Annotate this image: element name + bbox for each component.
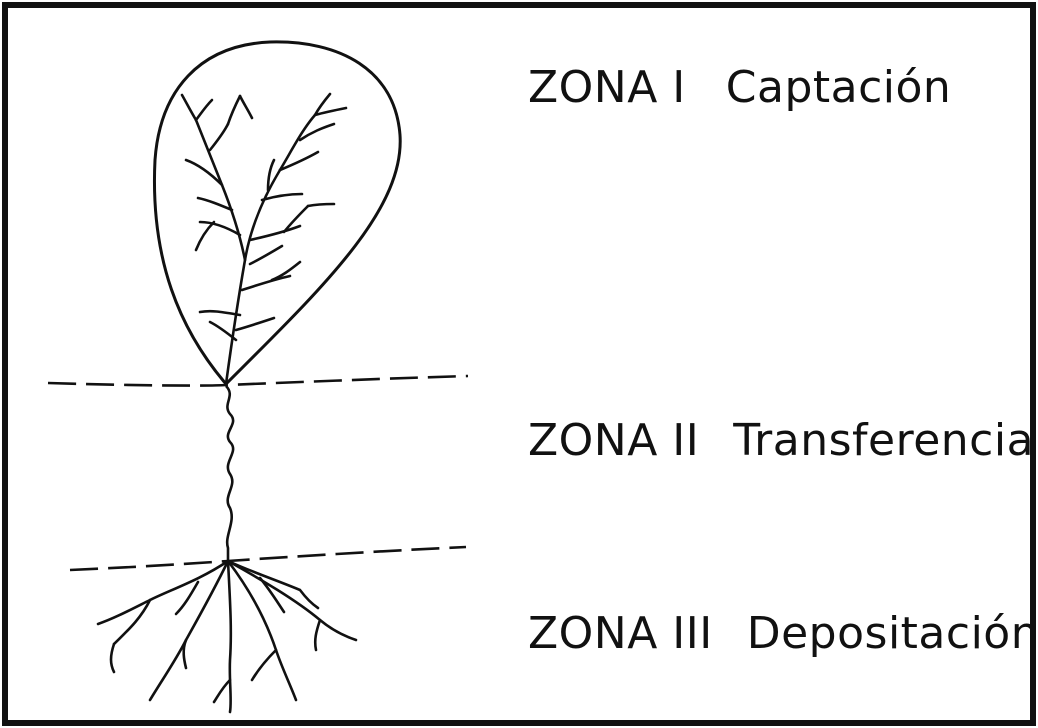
zone-1-label: ZONA I Captación: [528, 62, 951, 113]
boundary-zone-2-3: [69, 545, 467, 572]
transfer-channel: [224, 385, 235, 561]
zone-1-name: Captación: [725, 62, 952, 113]
zone-boundaries: [47, 374, 469, 572]
tributary-network: [180, 92, 348, 386]
zone-3-name: Depositación: [746, 608, 1038, 659]
zone-1-id: ZONA I: [528, 62, 686, 113]
zone-2-id: ZONA II: [528, 415, 700, 466]
zone-3-label: ZONA III Depositación: [528, 608, 1038, 659]
boundary-zone-1-2: [47, 374, 469, 387]
zone-2-name: Transferencia: [733, 415, 1035, 466]
zone-2-label: ZONA II Transferencia: [528, 415, 1034, 466]
zone-3-id: ZONA III: [528, 608, 713, 659]
distributary-fan: [96, 559, 358, 714]
catchment-basin-outline: [152, 40, 402, 387]
